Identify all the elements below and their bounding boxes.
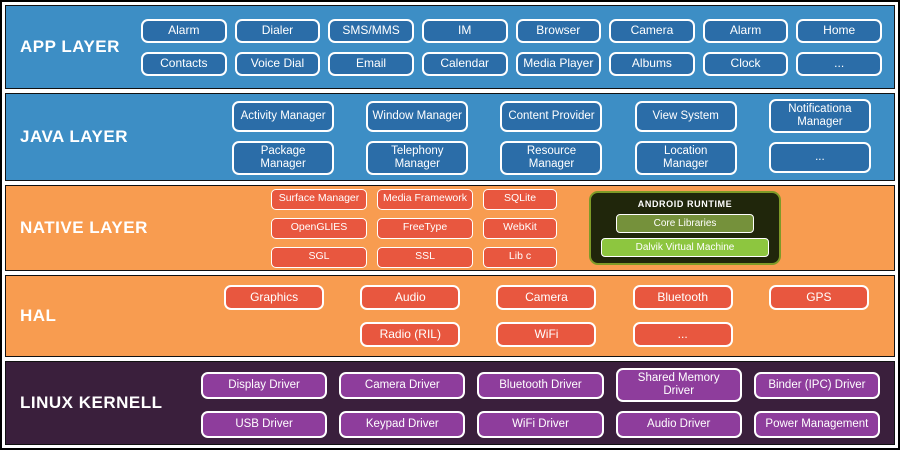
kernel-box: Display Driver — [201, 371, 328, 399]
native-box: FreeType — [377, 217, 473, 239]
app-box: Camera — [609, 18, 695, 43]
native-box: SGL — [271, 246, 367, 268]
kernel-box: Shared Memory Driver — [615, 368, 742, 402]
app-box: Media Player — [515, 51, 602, 76]
linux-kernel-label: LINUX KERNELL — [20, 393, 163, 412]
hal-layer-label: HAL — [20, 306, 57, 325]
native-box: OpenGLIES — [271, 217, 367, 239]
java-box: Package Manager — [232, 141, 335, 175]
hal-box: Audio — [360, 285, 461, 310]
native-box: WebKit — [483, 217, 557, 239]
app-box: Home — [796, 18, 882, 43]
kernel-box: USB Driver — [201, 410, 328, 438]
hal-box: Camera — [496, 285, 597, 310]
native-box: SSL — [377, 246, 473, 268]
java-box: Notificationa Manager — [768, 99, 871, 133]
hal-box: Graphics — [224, 285, 325, 310]
hal-layer-boxes: Graphics Audio Camera Bluetooth GPS Radio (RI… — [211, 285, 882, 347]
app-box: Alarm — [141, 18, 227, 43]
hal-layer-band: HAL Graphics Audio Camera Bluetooth GPS Radio… — [5, 275, 895, 357]
app-box: Voice Dial — [234, 51, 321, 76]
java-layer-band: JAVA LAYER Activity Manager Window Manage… — [5, 93, 895, 181]
dalvik-virtual-machine-box: Dalvik Virtual Machine — [600, 238, 770, 257]
app-layer-boxes: Alarm Dialer SMS/MMS IM Browser Camera Alarm Ho… — [141, 18, 882, 76]
kernel-box: WiFi Driver — [477, 410, 604, 438]
native-box: Surface Manager — [271, 188, 367, 210]
hal-box: Bluetooth — [632, 285, 733, 310]
core-libraries-box: Core Libraries — [616, 214, 754, 233]
native-layer-label: NATIVE LAYER — [20, 218, 148, 237]
linux-kernel-boxes: Display Driver Camera Driver Bluetooth Dri… — [201, 368, 880, 438]
java-box: Telephony Manager — [366, 141, 469, 175]
app-layer-band: APP LAYER Alarm Dialer SMS/MMS IM Browser Cam… — [5, 5, 895, 89]
app-box: Dialer — [234, 18, 321, 43]
hal-box: GPS — [768, 285, 869, 310]
kernel-box: Bluetooth Driver — [477, 371, 604, 399]
java-box: View System — [634, 100, 737, 132]
hal-box: Radio (RIL) — [360, 322, 461, 347]
java-layer-label: JAVA LAYER — [20, 127, 128, 146]
app-box: Alarm — [702, 18, 789, 43]
native-box: Lib c — [483, 246, 557, 268]
native-box: SQLite — [483, 188, 557, 210]
java-box: ... — [768, 142, 871, 174]
app-box: IM — [421, 18, 508, 43]
app-layer-label: APP LAYER — [20, 37, 120, 56]
native-layer-band: NATIVE LAYER Surface Manager Media Framew… — [5, 185, 895, 271]
java-box: Content Provider — [500, 100, 603, 132]
app-box: Email — [328, 51, 414, 76]
kernel-box: Binder (IPC) Driver — [753, 371, 880, 399]
app-box: Clock — [702, 51, 789, 76]
hal-box: ... — [632, 322, 733, 347]
java-layer-boxes: Activity Manager Window Manager Content Pr… — [221, 99, 882, 175]
app-box: Albums — [609, 51, 695, 76]
app-box: SMS/MMS — [328, 18, 414, 43]
kernel-box: Camera Driver — [339, 371, 466, 399]
linux-kernel-band: LINUX KERNELL Display Driver Camera Drive… — [5, 361, 895, 445]
java-box: Activity Manager — [232, 100, 335, 132]
app-box: Contacts — [141, 51, 227, 76]
java-box: Resource Manager — [500, 141, 603, 175]
app-box: Browser — [515, 18, 602, 43]
java-box: Location Manager — [634, 141, 737, 175]
android-runtime-title: Android Runtime — [637, 199, 733, 209]
app-box: Calendar — [421, 51, 508, 76]
kernel-box: Power Management — [753, 410, 880, 438]
app-box: ... — [796, 51, 882, 76]
native-box: Media Framework — [377, 188, 473, 210]
kernel-box: Audio Driver — [615, 410, 742, 438]
kernel-box: Keypad Driver — [339, 410, 466, 438]
hal-box: WiFi — [496, 322, 597, 347]
java-box: Window Manager — [366, 100, 469, 132]
